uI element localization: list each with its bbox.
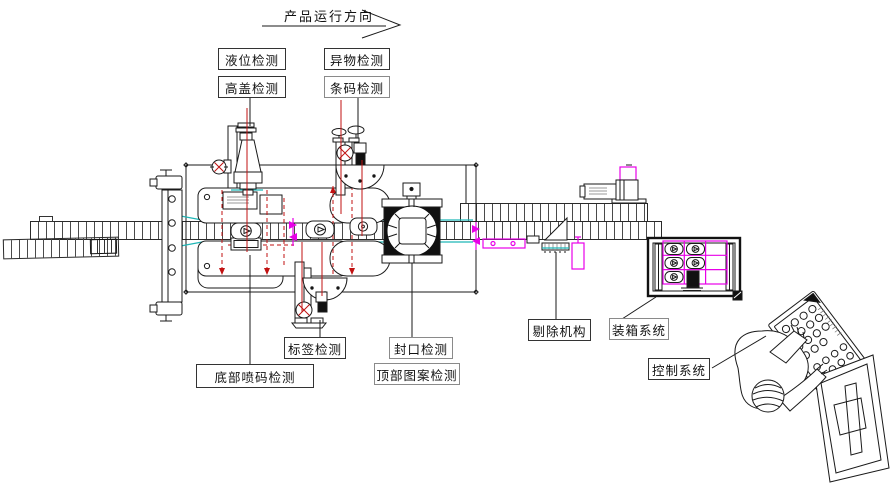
label-top-pattern: 顶部图案检测 [374,363,460,385]
boxed-bottles [664,243,705,288]
label-seal-check: 封口检测 [389,337,453,359]
reject-mechanism [526,216,585,319]
label-reject-mech: 剔除机构 [528,319,591,341]
clamp-marker [472,222,480,250]
clamp-marker [289,218,297,246]
label-sensor [290,242,348,337]
label-liquid-level: 液位检测 [218,48,286,70]
liquid-level-cap-sensor [210,98,263,252]
labeling-machine [197,186,391,289]
label-label-check: 标签检测 [284,337,346,359]
label-control-system: 控制系统 [648,358,710,380]
label-barcode: 条码检测 [324,76,390,98]
direction-arrow [262,9,402,39]
belt-tab [39,216,53,222]
boxing-system [621,236,742,320]
direction-label: 产品运行方向 [284,9,375,24]
seal-inspection-device [381,182,443,337]
bottle [349,217,378,236]
bottle [230,222,262,240]
operator-figure [734,324,828,413]
control-console [711,290,890,483]
bottle [305,220,335,239]
outfeed-upper-conveyor [460,203,648,222]
label-bottom-inkjet: 底部喷码检测 [196,364,314,388]
label-boxing-system: 装箱系统 [609,318,669,340]
sensor-plate [482,238,526,249]
entry-bracket [149,169,183,322]
drive-motor [579,164,647,204]
label-high-cap: 高盖检测 [218,76,286,98]
label-foreign-object: 异物检测 [324,48,390,70]
